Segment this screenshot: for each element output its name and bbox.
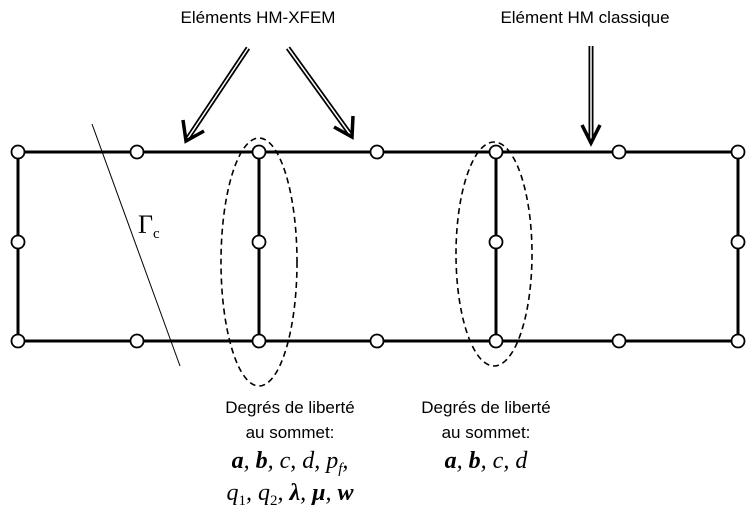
classic-element-label: Elément HM classique [500,8,669,27]
mesh-node [10,234,26,250]
mesh-node [730,234,746,250]
dof-classic-subtitle: au sommet: [442,423,531,442]
dof-xfem-title: Degrés de liberté [225,398,354,417]
dof-xfem-vars-row1: a, b, c, d, pf, [232,448,349,477]
mesh-node [251,234,267,250]
dof-xfem-vars-row2: q1, q2, λ, μ, w [226,480,354,509]
dof-classic-title: Degrés de liberté [421,398,550,417]
classic-node-ellipse [455,141,533,367]
mesh-node [251,333,267,349]
mesh-node [369,144,385,160]
mesh-node [10,333,26,349]
xfem-elements-label: Eléments HM-XFEM [181,8,336,27]
mesh-node [488,144,504,160]
crack-label: Γc [138,210,160,242]
arrow-xfem-right [285,46,355,140]
dof-xfem-subtitle: au sommet: [246,423,335,442]
arrows [181,46,602,147]
mesh-edges [16,150,740,343]
mesh-node [129,144,145,160]
crack-line [91,123,181,367]
xfem-node-ellipse [220,137,298,387]
mesh-node [488,234,504,250]
mesh-node [611,333,627,349]
arrow-classic [580,46,602,147]
mesh-node [369,333,385,349]
mesh-node [488,333,504,349]
mesh-node [129,333,145,349]
mesh-nodes [10,144,746,349]
mesh-node [730,144,746,160]
dof-classic-vars: a, b, c, d [445,448,529,474]
arrow-xfem-left [181,46,251,144]
mesh-node [611,144,627,160]
mesh-node [730,333,746,349]
mesh-node [251,144,267,160]
mesh-node [10,144,26,160]
